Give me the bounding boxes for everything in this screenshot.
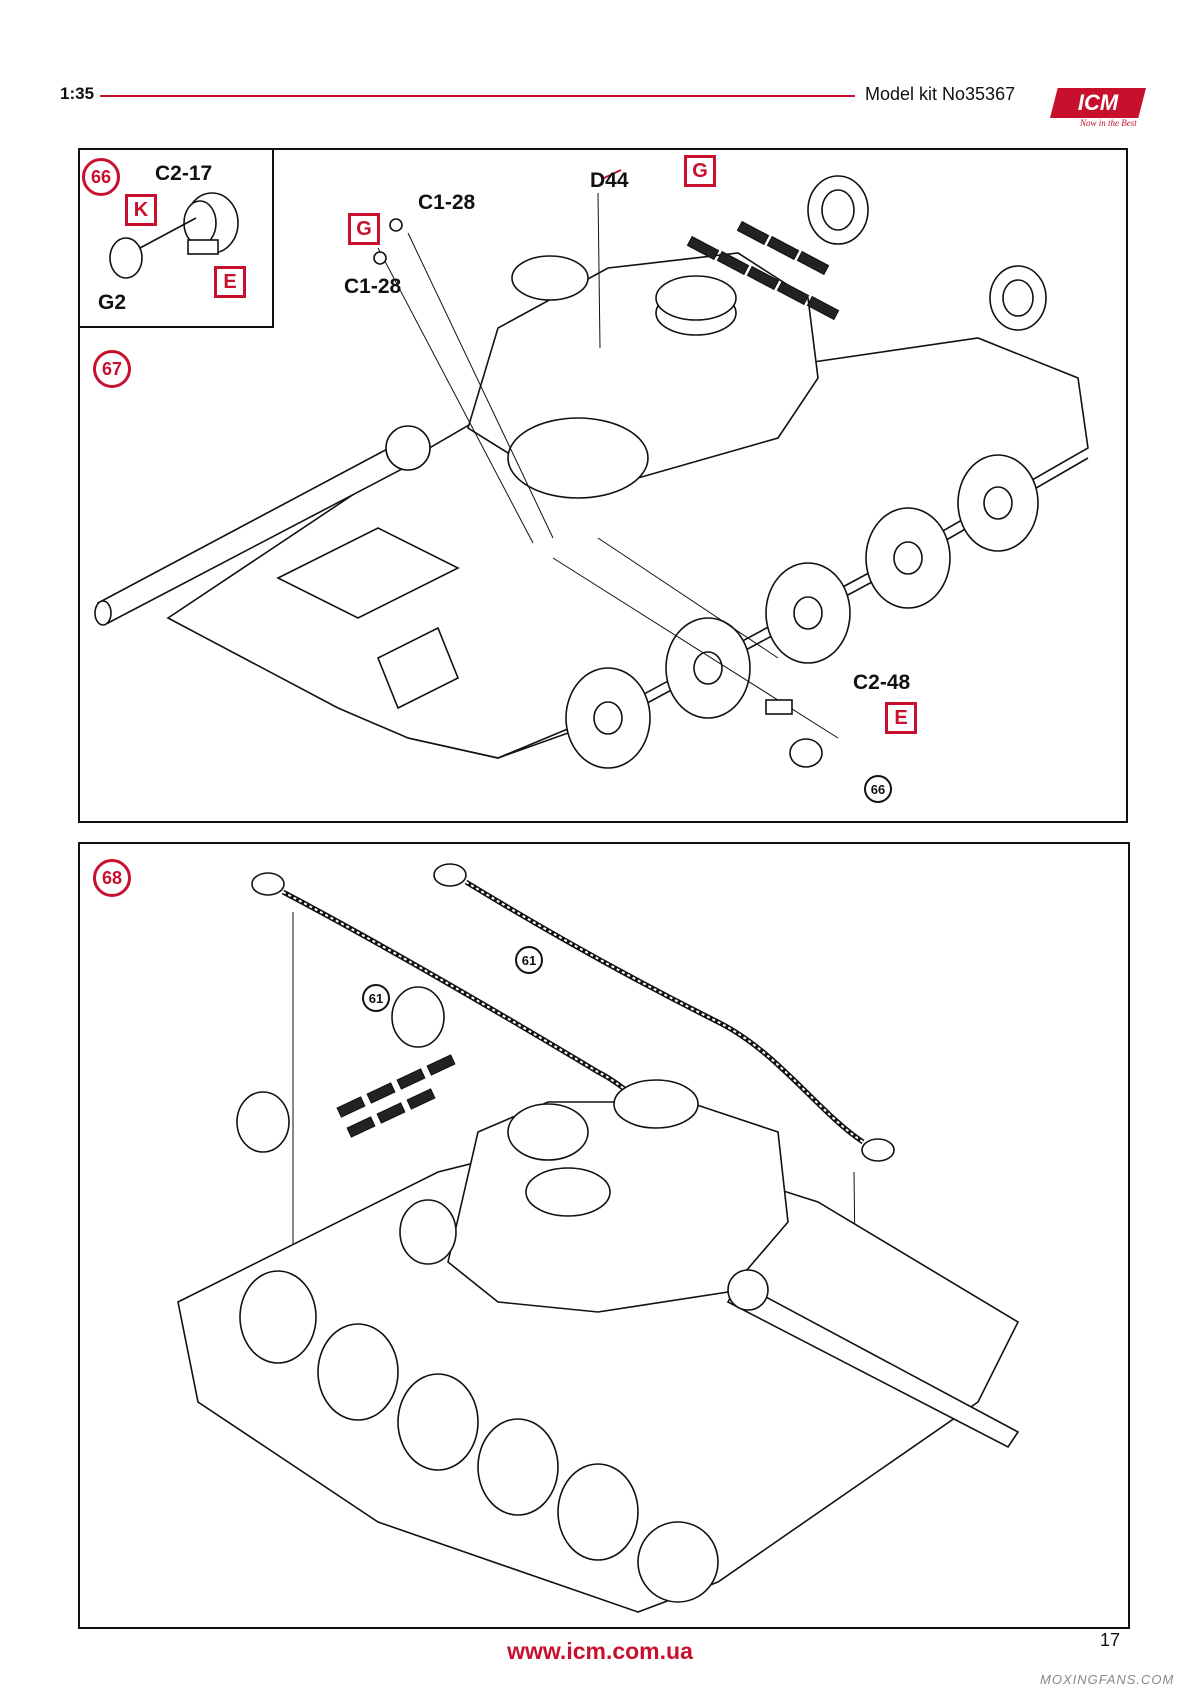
step-68-panel [78,842,1130,1629]
engine-grille [686,220,840,321]
website-url[interactable]: www.icm.com.ua [507,1638,693,1664]
icm-logo: ICM Now in the Best [1050,88,1150,132]
step-68-number: 68 [93,859,131,897]
page-number: 17 [1100,1630,1121,1650]
logo-mark: ICM [1050,88,1146,118]
step-66-inset [78,148,274,328]
tank-drawing-step-68 [177,863,1020,1613]
step-66-number: 66 [82,158,120,196]
paint-badge-e: E [885,702,917,734]
step-67-number: 67 [93,350,131,388]
part-label-g2: G2 [98,291,127,314]
road-wheels [565,454,1039,769]
step-reference-66: 66 [864,775,892,803]
part-label-d44: D44 [590,169,629,192]
part-label-c1-28-top: C1-28 [418,191,476,214]
part-label-c1-28-bottom: C1-28 [344,275,402,298]
kit-number: Model kit No35367 [865,84,1016,104]
logo-tagline: Now in the Best [1080,118,1137,128]
watermark: MOXINGFANS.COM [1040,1672,1175,1687]
paint-badge-e-inset: E [214,266,246,298]
paint-badge-k: K [125,194,157,226]
paint-badge-g-left: G [348,213,380,245]
part-label-c2-48: C2-48 [853,671,911,694]
header-rule [100,95,855,97]
tank-hull-drawing-68 [177,986,1020,1613]
scale-label: 1:35 [60,84,95,103]
tank-hull-drawing [94,175,1089,769]
tank-drawing-step-67 [94,169,1089,769]
paint-badge-g-top: G [684,155,716,187]
part-label-c2-17: C2-17 [155,162,213,185]
headlight-part-drawing [109,192,239,279]
step-67-panel [78,148,1128,823]
step-reference-61-b: 61 [362,984,390,1012]
step-reference-61-a: 61 [515,946,543,974]
